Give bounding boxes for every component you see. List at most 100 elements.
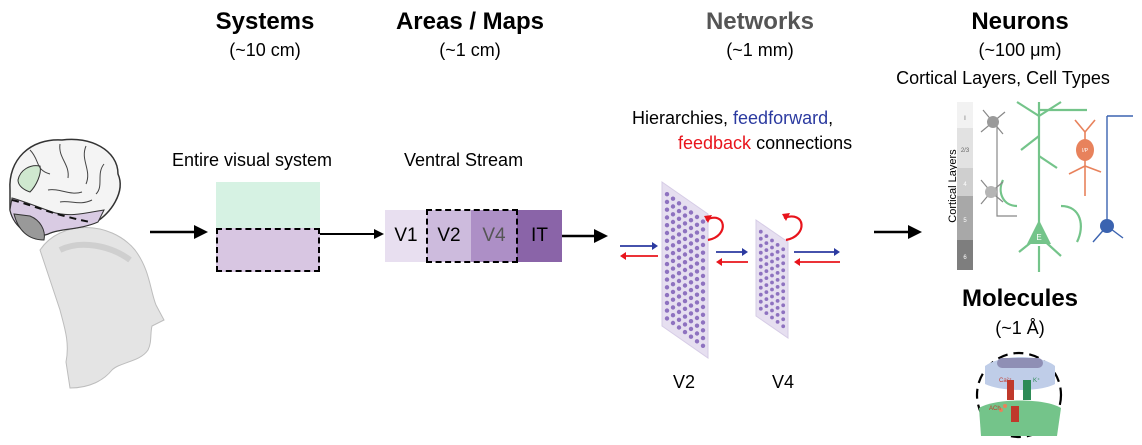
v2-unit-dot	[688, 280, 694, 285]
v4-unit-dot	[770, 245, 774, 250]
v4-unit-dot	[758, 229, 763, 234]
layer-tick-1: I	[964, 116, 966, 122]
v2-unit-dot	[694, 315, 700, 321]
potassium-ion-label: K⁺	[1033, 377, 1040, 384]
caption-comma: ,	[828, 108, 834, 128]
v4-unit-dot	[781, 317, 786, 322]
v2-unit-dot	[694, 261, 700, 266]
v2-unit-dot	[688, 287, 694, 293]
connector-systems-to-areas	[320, 229, 384, 239]
v2-unit-dot	[664, 223, 670, 228]
v4-unit-dot	[781, 261, 786, 266]
v2-unit-dot	[676, 278, 682, 284]
interneuron-cell-body	[1076, 139, 1094, 161]
v4-unit-dot	[764, 290, 769, 294]
v2-unit-dot	[694, 300, 700, 305]
v4-unit-dot	[764, 241, 769, 245]
v2-unit-dot	[676, 286, 682, 291]
pyramidal-label: E	[1036, 233, 1041, 242]
v2-unit-dot	[670, 227, 676, 232]
v4-layer-sheet	[755, 219, 789, 339]
v2-unit-dot	[682, 298, 688, 304]
v2-unit-dot	[670, 204, 676, 209]
v4-unit-dot	[764, 311, 769, 315]
v2-unit-dot	[700, 273, 706, 279]
v2-unit-dot	[664, 215, 670, 220]
v2-unit-dot	[688, 256, 694, 262]
calcium-ion-label: Ca²⁺	[999, 377, 1012, 384]
systems-size: (~10 cm)	[229, 40, 301, 60]
v2-unit-dot	[700, 312, 706, 317]
v2-unit-dot	[676, 271, 682, 276]
area-v4: V4	[471, 210, 517, 262]
v2-unit-dot	[682, 221, 688, 226]
v4-unit-dot	[764, 255, 769, 259]
v2-recurrent-arrow	[705, 216, 724, 242]
v2-unit-dot	[700, 328, 706, 333]
v2-unit-dot	[682, 236, 688, 242]
v2-unit-dot	[676, 309, 682, 315]
arrow-networks-to-neurons	[874, 225, 922, 239]
v4-unit-dot	[770, 287, 774, 292]
v4-unit-dot	[775, 278, 780, 282]
v2-unit-dot	[676, 325, 682, 330]
v4-unit-dot	[775, 285, 780, 289]
v2-unit-dot	[688, 319, 694, 324]
molecules-title: Molecules	[961, 285, 1079, 312]
neurons-title: Neurons	[971, 8, 1069, 35]
v2-unit-dot	[688, 303, 694, 308]
v2-unit-dot	[700, 297, 706, 302]
networks-size: (~1 mm)	[726, 40, 794, 60]
v4-unit-dot	[764, 248, 769, 252]
v2-unit-dot	[670, 196, 676, 201]
v2-unit-dot	[688, 249, 694, 254]
v4-unit-dot	[758, 271, 763, 276]
v2-recurrent-head	[704, 215, 712, 223]
v2-unit-dot	[688, 311, 694, 316]
v2-unit-dot	[694, 339, 700, 344]
v2-unit-dot	[688, 233, 694, 238]
v4-unit-dot	[781, 254, 786, 259]
v2-unit-dot	[676, 232, 682, 237]
v4-unit-dot	[758, 257, 763, 262]
v2-unit-dot	[700, 304, 706, 310]
v4-unit-dot	[775, 299, 780, 303]
ach-label: ACh	[989, 406, 1001, 412]
v4-unit-dot	[758, 299, 763, 304]
v4-unit-dot	[758, 292, 763, 297]
networks-title: Networks	[705, 8, 815, 35]
caption-feedforward: feedforward	[733, 108, 829, 128]
v2-unit-dot	[694, 292, 700, 297]
v4-unit-dot	[770, 238, 774, 243]
v2-unit-dot	[670, 289, 676, 295]
area-v2-v4-highlight	[426, 209, 518, 263]
systems-panel-label: Entire visual system	[172, 150, 333, 170]
v2-unit-dot	[688, 241, 694, 246]
v4-unit-dot	[775, 292, 780, 296]
v4-unit-dot	[758, 285, 763, 290]
v4-unit-dot	[764, 262, 769, 266]
v2-unit-dot	[682, 260, 688, 265]
systems-green-box	[216, 182, 320, 228]
arrow-areas-to-networks	[562, 229, 608, 243]
v4-unit-dot	[770, 266, 774, 271]
layer-tick-5: 5	[963, 218, 967, 224]
v2-unit-dot	[700, 258, 706, 263]
v2-unit-dot	[676, 302, 682, 307]
networks-caption-line1: Hierarchies, feedforward,	[632, 108, 833, 129]
v2-unit-dot	[670, 274, 676, 279]
v4-unit-dot	[764, 283, 769, 287]
v2-unit-dot	[676, 239, 682, 245]
v2-unit-dot	[682, 244, 688, 249]
v4-unit-dot	[758, 306, 763, 311]
v2-unit-dot	[670, 235, 676, 240]
molecules-size: (~1 Å)	[995, 318, 1045, 338]
v4-recurrent-head	[782, 213, 790, 221]
v4-unit-dot	[775, 271, 780, 275]
v4-unit-dot	[775, 313, 780, 317]
v2-unit-dot	[664, 300, 670, 306]
layer-tick-4: 4	[963, 182, 967, 188]
v2-unit-dot	[682, 283, 688, 288]
layer-tick-23: 2/3	[961, 148, 970, 154]
v4-unit-dot	[775, 257, 780, 261]
